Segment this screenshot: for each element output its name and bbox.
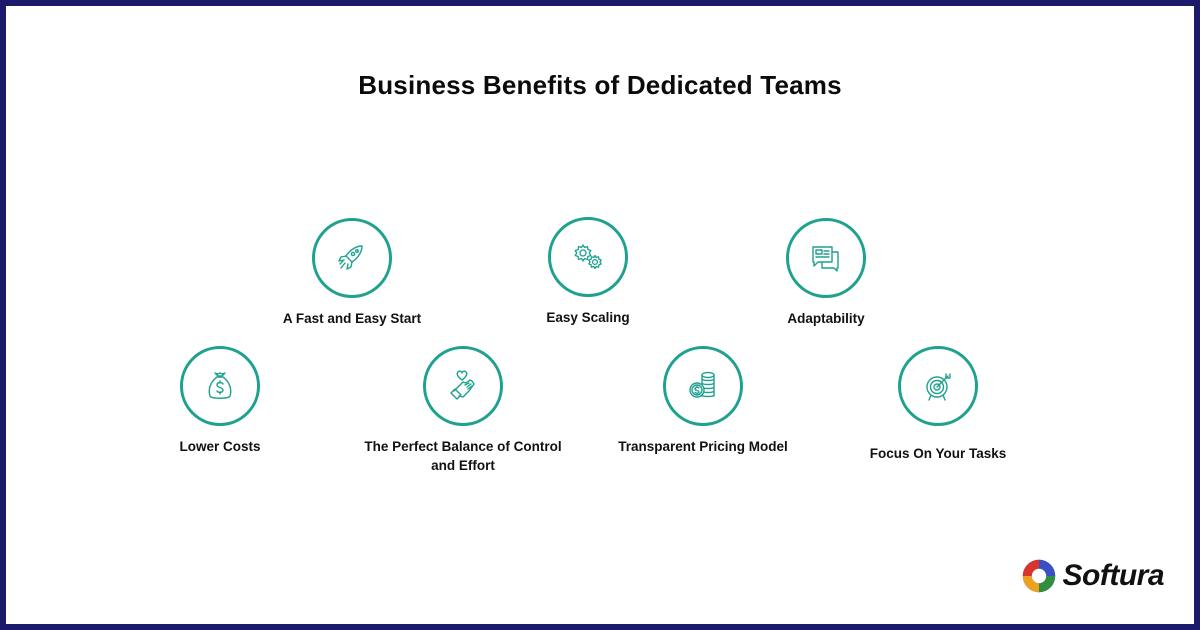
gears-icon <box>574 244 602 270</box>
benefit-lower-costs: Lower Costs <box>110 346 330 456</box>
benefit-fast-start: A Fast and Easy Start <box>242 218 462 328</box>
benefit-label: Focus On Your Tasks <box>869 446 1007 461</box>
benefit-circle <box>663 346 743 426</box>
money-bag-icon <box>208 372 232 399</box>
benefit-easy-scaling: Easy Scaling <box>478 217 698 327</box>
brand-name: Softura <box>1062 559 1165 592</box>
benefit-label: Easy Scaling <box>546 310 630 325</box>
canvas: Business Benefits of Dedicated Teams A F… <box>6 6 1194 624</box>
benefit-circle <box>180 346 260 426</box>
coins-icon <box>689 371 715 398</box>
rocket-icon <box>338 245 363 270</box>
benefit-circle <box>786 218 866 298</box>
benefit-label: Lower Costs <box>179 439 261 454</box>
benefit-adaptability: Adaptability <box>716 218 936 328</box>
benefit-transparent-pricing: Transparent Pricing Model <box>593 346 813 456</box>
softura-logo-icon <box>1022 559 1055 593</box>
benefit-label: Adaptability <box>787 311 865 326</box>
benefit-label: The Perfect Balance of Control and Effor… <box>364 439 562 473</box>
target-icon <box>926 373 951 401</box>
benefit-perfect-balance: The Perfect Balance of Control and Effor… <box>353 346 573 475</box>
brand-logo: Softura <box>1021 558 1165 594</box>
benefit-circle <box>898 346 978 426</box>
benefit-label: Transparent Pricing Model <box>618 439 788 454</box>
benefit-circle <box>548 217 628 297</box>
chat-bubbles-icon <box>812 246 839 272</box>
page-title: Business Benefits of Dedicated Teams <box>358 70 842 100</box>
benefit-circle <box>423 346 503 426</box>
benefit-focus-tasks: Focus On Your Tasks <box>828 346 1048 463</box>
benefit-circle <box>312 218 392 298</box>
hand-heart-icon <box>450 370 475 400</box>
benefit-label: A Fast and Easy Start <box>282 311 422 326</box>
